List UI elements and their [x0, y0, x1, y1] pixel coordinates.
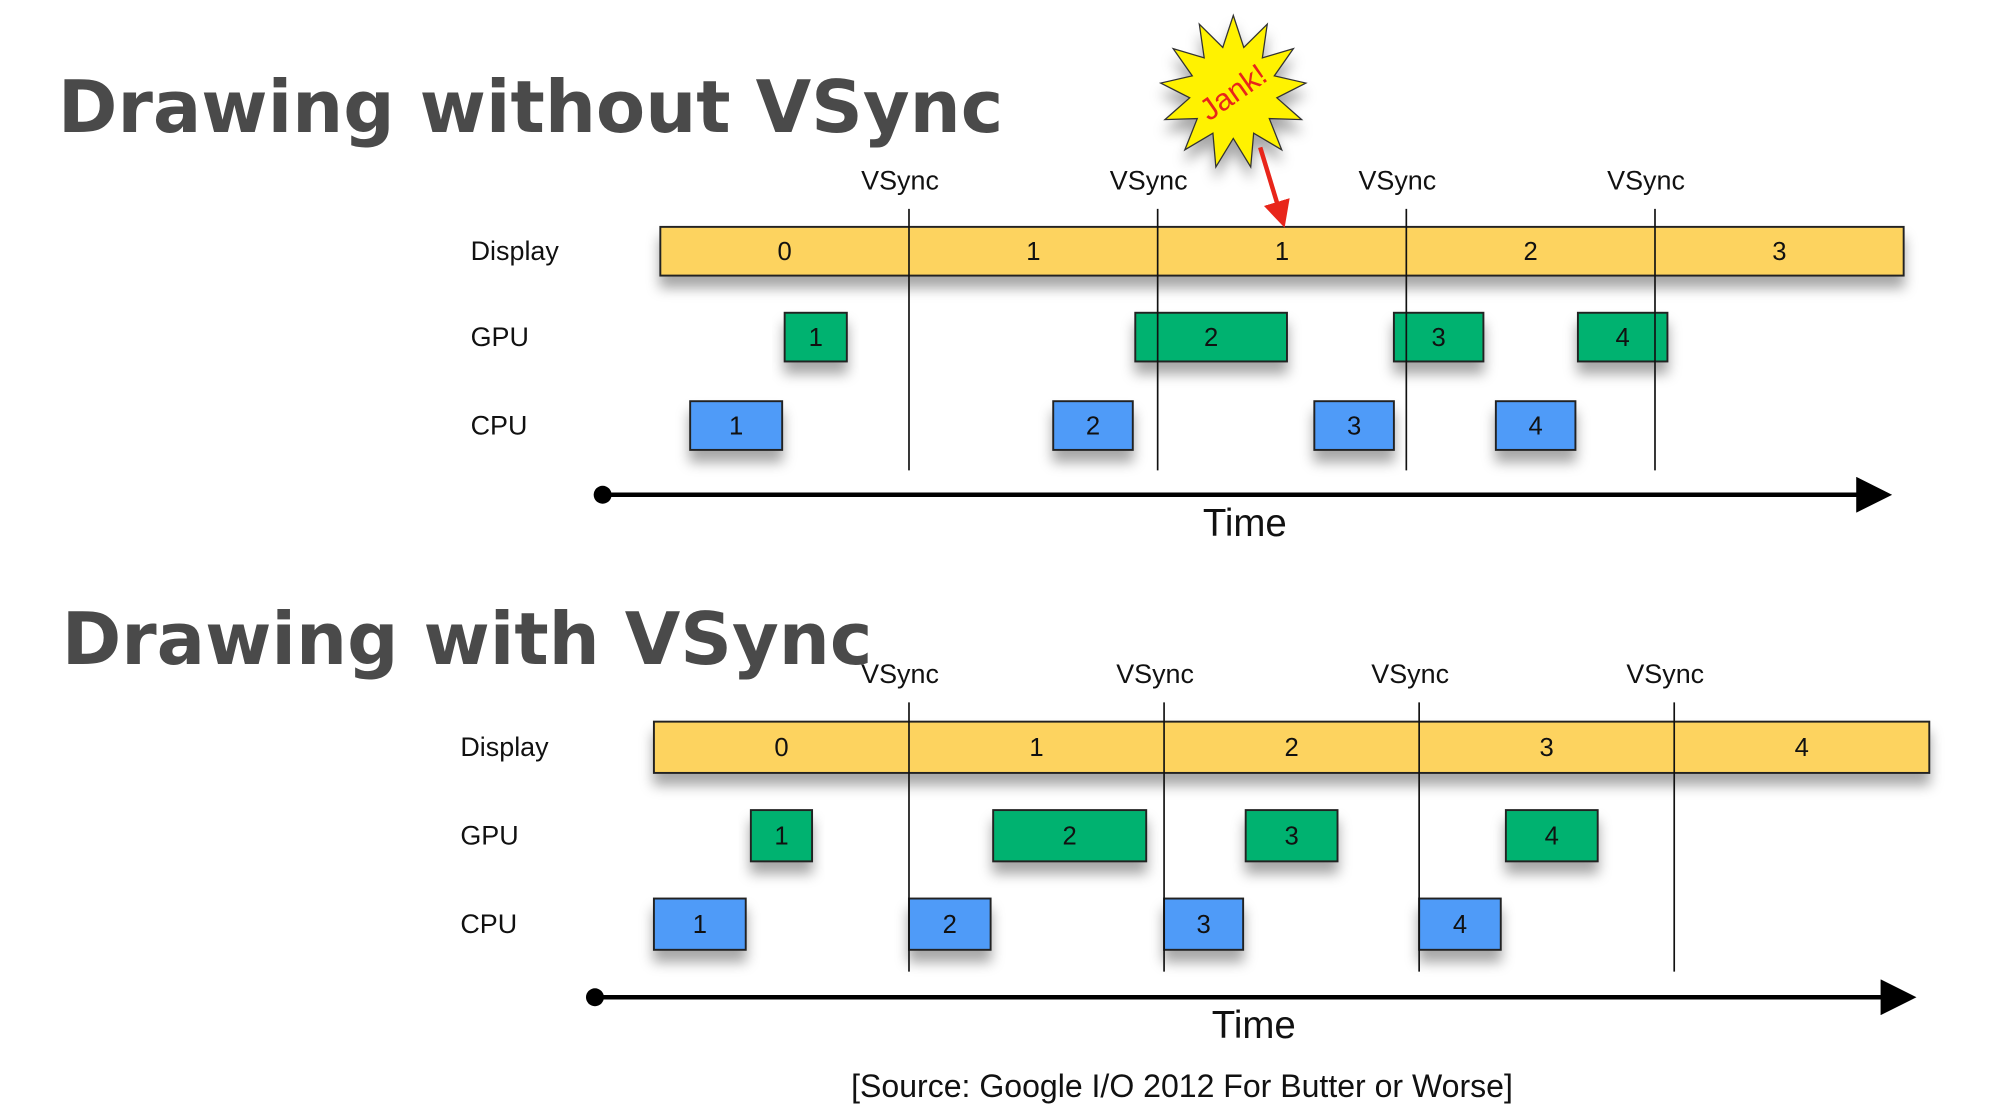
- cpu-task-box: [908, 897, 992, 951]
- vsync-label: VSync: [1626, 659, 1704, 689]
- jank-arrow: [1258, 146, 1290, 228]
- gpu-task-box: [1244, 809, 1339, 863]
- gpu-task-label: 3: [1432, 324, 1446, 352]
- jank-starburst-icon: [1158, 13, 1308, 170]
- display-frame-label: 1: [1026, 238, 1040, 266]
- source-caption: [Source: Google I/O 2012 For Butter or W…: [851, 1068, 1513, 1104]
- vsync-label: VSync: [1116, 659, 1194, 689]
- display-frame-label: 2: [1284, 734, 1298, 762]
- row-label-cpu: CPU: [471, 411, 528, 441]
- row-label-gpu: GPU: [471, 322, 529, 352]
- cpu-task-label: 3: [1196, 911, 1210, 939]
- display-frame-label: 1: [1275, 238, 1289, 266]
- vsync-label: VSync: [861, 166, 939, 196]
- gpu-task-box: [783, 311, 848, 363]
- row-label-display: Display: [460, 732, 549, 762]
- display-frame-label: 3: [1540, 734, 1554, 762]
- cpu-task-box: [652, 897, 747, 951]
- cpu-task-label: 1: [729, 413, 743, 441]
- panel-title-with-vsync: Drawing with VSync: [62, 597, 873, 681]
- display-frame-label: 4: [1795, 734, 1809, 762]
- display-frame-label: 3: [1772, 238, 1786, 266]
- gpu-task-label: 2: [1063, 823, 1077, 851]
- vsync-label: VSync: [1607, 166, 1685, 196]
- time-axis-label: Time: [1203, 502, 1287, 545]
- gpu-task-box: [749, 809, 814, 863]
- gpu-task-box: [1576, 311, 1669, 363]
- cpu-task-box: [1494, 400, 1577, 451]
- cpu-task-box: [1418, 897, 1502, 951]
- gpu-task-label: 3: [1284, 823, 1298, 851]
- gpu-task-label: 4: [1545, 823, 1559, 851]
- cpu-task-label: 4: [1529, 413, 1543, 441]
- gpu-task-label: 2: [1204, 324, 1218, 352]
- time-axis-label: Time: [1212, 1004, 1296, 1047]
- display-bar: [659, 225, 1905, 277]
- display-bar: [652, 720, 1931, 774]
- cpu-task-label: 3: [1347, 413, 1361, 441]
- vsync-label: VSync: [1358, 166, 1436, 196]
- display-frame-label: 0: [778, 238, 792, 266]
- gpu-task-label: 1: [774, 823, 788, 851]
- cpu-task-label: 1: [693, 911, 707, 939]
- vsync-label: VSync: [1371, 659, 1449, 689]
- gpu-task-label: 1: [809, 324, 823, 352]
- gpu-task-label: 4: [1616, 324, 1630, 352]
- gpu-task-box: [1392, 311, 1485, 363]
- cpu-task-box: [1052, 400, 1134, 451]
- panel-title-without-vsync: Drawing without VSync: [58, 65, 1003, 149]
- row-label-cpu: CPU: [460, 909, 517, 939]
- display-frame-label: 0: [774, 734, 788, 762]
- gpu-task-box: [1504, 809, 1599, 863]
- cpu-task-box: [689, 400, 784, 451]
- vsync-label: VSync: [1110, 166, 1188, 196]
- display-frame-label: 2: [1524, 238, 1538, 266]
- cpu-task-label: 4: [1453, 911, 1467, 939]
- time-axis-start-dot: [593, 485, 612, 504]
- cpu-task-box: [1163, 897, 1245, 951]
- vsync-label: VSync: [861, 659, 939, 689]
- cpu-task-label: 2: [943, 911, 957, 939]
- gpu-task-box: [1134, 311, 1288, 363]
- gpu-task-box: [992, 809, 1148, 863]
- row-label-gpu: GPU: [460, 821, 518, 851]
- cpu-task-label: 2: [1086, 413, 1100, 441]
- cpu-task-box: [1313, 400, 1395, 451]
- row-label-display: Display: [471, 236, 560, 266]
- display-frame-label: 1: [1029, 734, 1043, 762]
